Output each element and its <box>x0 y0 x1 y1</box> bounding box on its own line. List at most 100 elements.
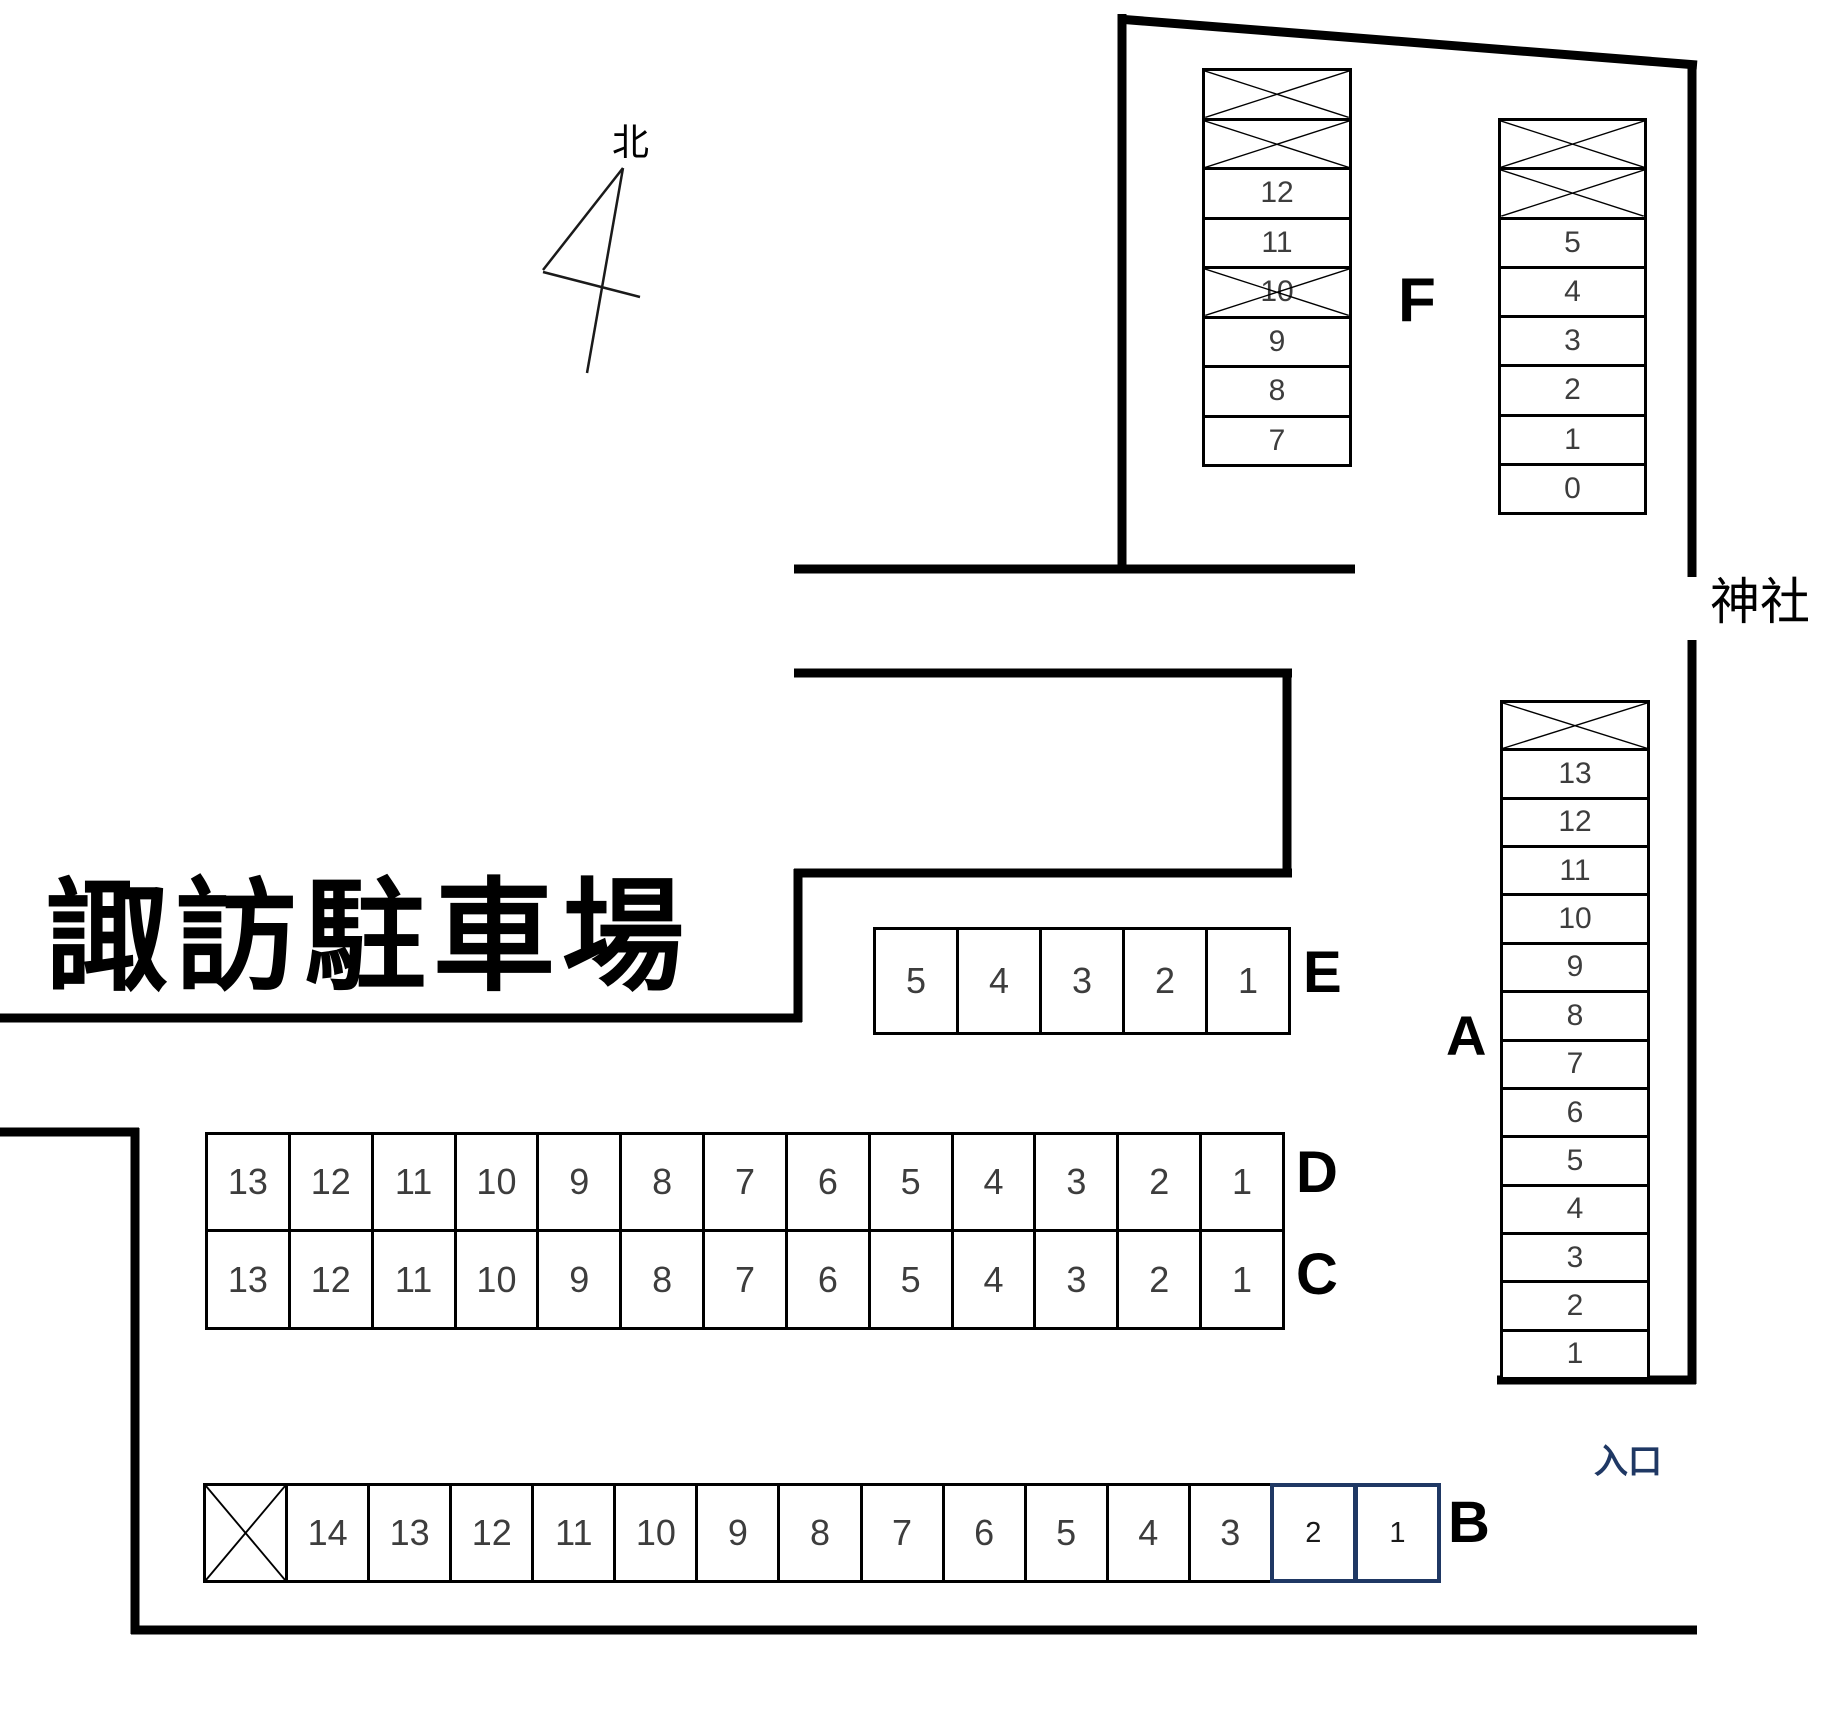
space-B-7: 7 <box>859 1483 945 1583</box>
space-number: 11 <box>1261 225 1293 259</box>
space-number: 12 <box>471 1512 512 1553</box>
space-number: 2 <box>1154 960 1176 1001</box>
space-E-5: 5 <box>873 927 959 1035</box>
space-B-3: 3 <box>1187 1483 1273 1583</box>
space-F_left-8: 8 <box>1202 365 1352 418</box>
space-F_left-11: 11 <box>1202 216 1352 269</box>
shrine-label: 神社 <box>1710 574 1810 630</box>
section-label-E: E <box>1303 940 1342 1005</box>
space-number: 7 <box>734 1258 755 1300</box>
space-B-8: 8 <box>777 1483 863 1583</box>
space-number: 12 <box>310 1161 351 1202</box>
space-number: 3 <box>1066 1161 1087 1202</box>
space-C-1: 1 <box>1199 1229 1285 1330</box>
space-number: 5 <box>900 1258 921 1300</box>
space-B-6: 6 <box>941 1483 1027 1583</box>
space-B-blocked0 <box>203 1483 289 1583</box>
space-number: 3 <box>1566 1240 1584 1274</box>
section-label-F_right: F <box>1398 266 1436 335</box>
parking-row-F_left: 12 11 10 9 8 7 <box>1202 68 1352 467</box>
space-B-12: 12 <box>449 1483 535 1583</box>
space-number: 11 <box>394 1161 433 1202</box>
space-number: 10 <box>635 1512 676 1553</box>
space-B-5: 5 <box>1023 1483 1109 1583</box>
space-A-13: 13 <box>1500 748 1650 800</box>
space-number: 2 <box>1566 1288 1584 1322</box>
space-C-10: 10 <box>453 1229 540 1330</box>
blocked-cross-icon <box>1501 121 1644 168</box>
space-number: 10 <box>476 1161 517 1202</box>
blocked-cross-icon <box>1503 703 1647 749</box>
space-D-1: 1 <box>1199 1132 1285 1232</box>
space-number: 14 <box>307 1512 348 1553</box>
space-F_right-blocked1 <box>1498 167 1647 220</box>
space-A-5: 5 <box>1500 1135 1650 1187</box>
blocked-cross-icon <box>1205 120 1349 167</box>
compass-north-label: 北 <box>612 122 649 163</box>
blocked-cross-icon <box>1501 170 1644 217</box>
space-C-13: 13 <box>205 1229 291 1330</box>
blocked-cross-icon <box>206 1486 286 1580</box>
space-C-11: 11 <box>370 1229 457 1330</box>
space-C-8: 8 <box>619 1229 706 1330</box>
page-title: 諏訪駐車場 <box>46 869 691 1005</box>
space-number: 4 <box>983 1161 1004 1202</box>
space-number: 2 <box>1149 1258 1170 1300</box>
space-A-1: 1 <box>1500 1328 1650 1381</box>
space-E-2: 2 <box>1122 927 1208 1035</box>
space-D-5: 5 <box>867 1132 954 1232</box>
space-A-4: 4 <box>1500 1183 1650 1235</box>
space-number: 11 <box>555 1512 593 1553</box>
space-D-11: 11 <box>370 1132 457 1232</box>
space-F_left-10: 10 <box>1202 266 1352 319</box>
space-number: 9 <box>569 1258 590 1300</box>
space-number: 5 <box>1564 225 1581 259</box>
space-F_right-blocked0 <box>1498 118 1647 171</box>
space-number: 7 <box>1566 1047 1584 1081</box>
space-number: 12 <box>1260 176 1294 210</box>
space-D-4: 4 <box>950 1132 1037 1232</box>
space-number: 3 <box>1066 1258 1087 1300</box>
space-C-3: 3 <box>1033 1229 1120 1330</box>
boundary-top-sloped <box>1117 14 1698 70</box>
space-F_left-9: 9 <box>1202 315 1352 368</box>
space-number: 11 <box>394 1258 433 1300</box>
space-number: 3 <box>1564 324 1581 358</box>
compass-north-arrow <box>542 167 641 374</box>
space-B-2: 2 <box>1269 1483 1357 1583</box>
space-number: 9 <box>1566 950 1584 984</box>
space-F_right-4: 4 <box>1498 265 1647 318</box>
space-number: 6 <box>817 1161 838 1202</box>
space-A-2: 2 <box>1500 1280 1650 1332</box>
space-E-4: 4 <box>956 927 1042 1035</box>
space-number: 4 <box>983 1258 1004 1300</box>
space-C-2: 2 <box>1116 1229 1203 1330</box>
space-F_left-7: 7 <box>1202 414 1352 467</box>
space-number: 6 <box>817 1258 838 1300</box>
space-F_right-1: 1 <box>1498 413 1647 466</box>
space-number: 8 <box>809 1512 830 1553</box>
space-A-7: 7 <box>1500 1038 1650 1090</box>
section-label-A: A <box>1446 1004 1487 1067</box>
space-number: 10 <box>1260 275 1294 309</box>
space-number: 1 <box>1389 1516 1406 1549</box>
space-A-6: 6 <box>1500 1086 1650 1139</box>
space-number: 13 <box>1558 757 1592 791</box>
space-F_left-blocked1 <box>1202 117 1352 170</box>
space-number: 8 <box>1268 374 1286 408</box>
space-number: 5 <box>1566 1143 1584 1177</box>
space-number: 8 <box>1566 998 1584 1032</box>
space-B-10: 10 <box>613 1483 699 1583</box>
space-number: 8 <box>652 1258 673 1300</box>
space-A-11: 11 <box>1500 845 1650 897</box>
space-C-4: 4 <box>950 1229 1037 1330</box>
space-D-10: 10 <box>453 1132 540 1232</box>
space-F_right-2: 2 <box>1498 364 1647 417</box>
space-number: 9 <box>569 1161 590 1202</box>
space-number: 8 <box>652 1161 673 1202</box>
space-number: 5 <box>905 960 927 1001</box>
space-number: 12 <box>1558 805 1592 839</box>
